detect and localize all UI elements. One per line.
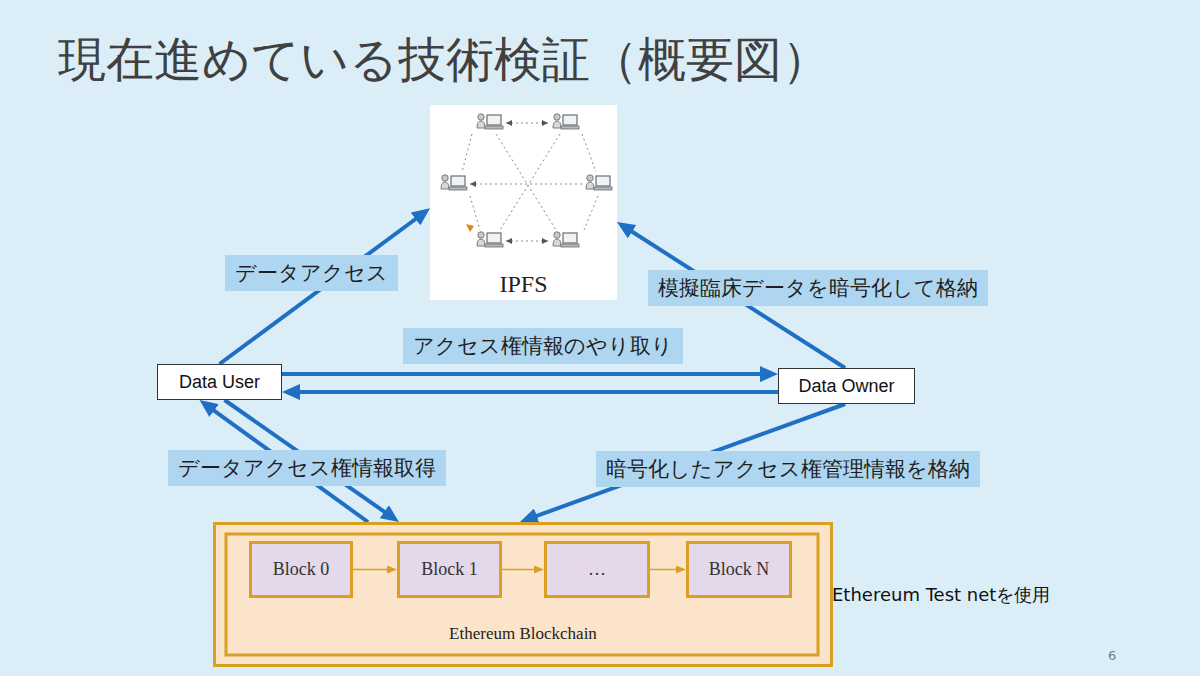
p2p-arrowheads (466, 120, 548, 244)
peer-computer (441, 175, 467, 190)
flow-arrow (294, 390, 778, 394)
edge-label: データアクセス (225, 255, 398, 291)
block-box: … (544, 541, 650, 598)
p2p-link (462, 134, 472, 172)
p2p-arrowhead (542, 120, 548, 126)
actor-box: Data Owner (778, 368, 915, 404)
p2p-links (462, 123, 598, 241)
p2p-arrowhead (506, 120, 512, 126)
node-text: Data User (179, 372, 260, 393)
chain-link (502, 569, 537, 571)
node-text: … (588, 559, 606, 580)
peer-computer (553, 232, 579, 247)
flow-arrow (220, 215, 421, 364)
block-box: Block N (686, 541, 792, 598)
edge-label: アクセス権情報のやり取り (403, 328, 683, 364)
node-text: IPFS (499, 271, 547, 298)
chain-ground (214, 523, 832, 666)
block-box: Block 1 (397, 541, 502, 598)
node-text: Block 1 (421, 559, 478, 580)
node-text: Block 0 (273, 559, 330, 580)
p2p-link (496, 134, 556, 230)
edge-label: データアクセス権情報取得 (168, 450, 446, 486)
p2p-link (506, 241, 548, 242)
chain-inner-border (226, 534, 818, 655)
note-label: Ethereum Test netを使用 (832, 583, 1050, 607)
slide-title: 現在進めている技術検証（概要図） (58, 28, 830, 92)
p2p-link (500, 134, 560, 230)
p2p-arrowhead (506, 238, 512, 244)
node-text: Data Owner (798, 376, 894, 397)
ipfs-network: IPFS (430, 105, 617, 300)
p2p-arrowhead (466, 224, 474, 232)
ipfs-panel (430, 105, 617, 300)
edge-label: 模擬臨床データを暗号化して格納 (648, 270, 988, 306)
p2p-link (506, 123, 548, 124)
node-text: Ethereum Blockchain (449, 624, 597, 644)
blockchain-frame: Ethereum Blockchain Block 0 Block 1 … Block … (213, 522, 833, 667)
chain-link (650, 569, 679, 571)
flow-arrow (282, 372, 766, 376)
p2p-link (582, 134, 596, 172)
block-box: Block 0 (249, 541, 353, 598)
peer-computer (553, 114, 579, 129)
p2p-link (470, 184, 582, 185)
p2p-link (584, 196, 598, 230)
p2p-arrowhead (542, 238, 548, 244)
peer-computer (477, 232, 503, 247)
p2p-link (470, 196, 480, 230)
peer-computer (586, 175, 612, 190)
page-number: 6 (1108, 648, 1116, 663)
node-text: Block N (709, 559, 770, 580)
p2p-arrowhead (470, 181, 476, 187)
peer-computer (477, 114, 503, 129)
actor-box: Data User (157, 364, 282, 400)
edge-label: 暗号化したアクセス権管理情報を格納 (596, 451, 980, 487)
chain-link (353, 569, 390, 571)
